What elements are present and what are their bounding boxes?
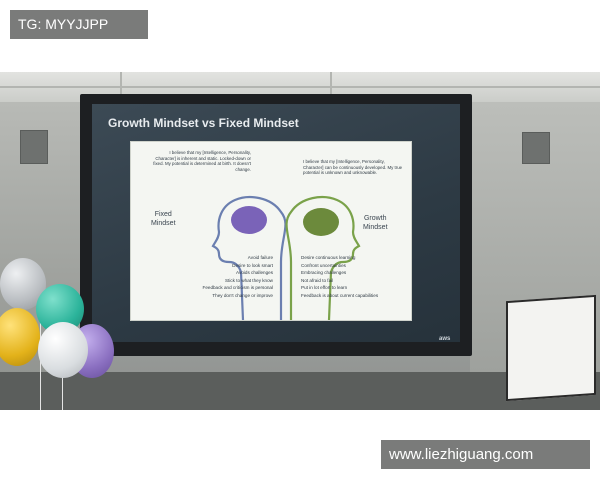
fixed-brain-icon — [231, 206, 267, 234]
wall-speaker — [20, 130, 48, 164]
growth-label-text: Growth Mindset — [363, 215, 388, 231]
list-item: Feedback is about current capabilities — [301, 292, 379, 298]
ceiling-grid-line — [120, 72, 122, 102]
yellow-balloon — [0, 308, 40, 366]
list-item: Avoid failure — [247, 255, 273, 260]
mindset-panel: I believe that my [Intelligence, Persona… — [130, 141, 412, 321]
list-item: Embracing challenges — [301, 270, 347, 276]
list-item: They don't change or improve — [212, 292, 273, 298]
growth-mindset-label: Growth Mindset — [363, 214, 388, 232]
list-item: Avoids challenges — [236, 270, 273, 276]
growth-mindset-quote: I believe that my [Intelligence, Persona… — [303, 159, 403, 176]
growth-head-outline-icon — [285, 196, 361, 320]
growth-mindset-traits: Desire continuous learning Confront unce… — [301, 254, 411, 300]
presentation-slide: Growth Mindset vs Fixed Mindset I believ… — [92, 104, 460, 342]
list-item: Put in lot effort to learn — [301, 285, 348, 291]
ceiling-grid-line — [0, 86, 600, 88]
white-balloon — [38, 322, 88, 378]
floor — [0, 372, 600, 410]
list-item: Not afraid to fail — [301, 277, 334, 283]
slide-title: Growth Mindset vs Fixed Mindset — [108, 116, 299, 130]
list-item: Stick to what they know — [224, 277, 273, 283]
watermark-top-left: TG: MYYJJPP — [10, 10, 148, 39]
list-item: Desire continuous learning — [301, 255, 356, 260]
flip-chart-board — [506, 294, 596, 402]
fixed-mindset-quote: I believe that my [Intelligence, Persona… — [153, 150, 251, 172]
head-silhouettes-illustration — [211, 196, 361, 320]
list-item: Feedback and criticism is personal — [202, 285, 273, 291]
fixed-head-outline-icon — [211, 196, 287, 320]
balloon-string — [40, 322, 41, 410]
growth-brain-icon — [303, 208, 339, 236]
fixed-label-text: Fixed Mindset — [151, 211, 176, 227]
fixed-mindset-traits: Avoid failure Desire to look smart Avoid… — [173, 254, 273, 300]
list-item: Confront uncertainties — [301, 262, 346, 268]
list-item: Desire to look smart — [232, 262, 273, 268]
conference-room-photo: Growth Mindset vs Fixed Mindset I believ… — [0, 72, 600, 410]
watermark-bottom-right: www.liezhiguang.com — [381, 440, 590, 469]
wall-speaker — [522, 132, 550, 164]
fixed-mindset-label: Fixed Mindset — [151, 210, 176, 228]
aws-logo: aws — [439, 336, 451, 342]
ceiling-grid-line — [330, 72, 332, 102]
